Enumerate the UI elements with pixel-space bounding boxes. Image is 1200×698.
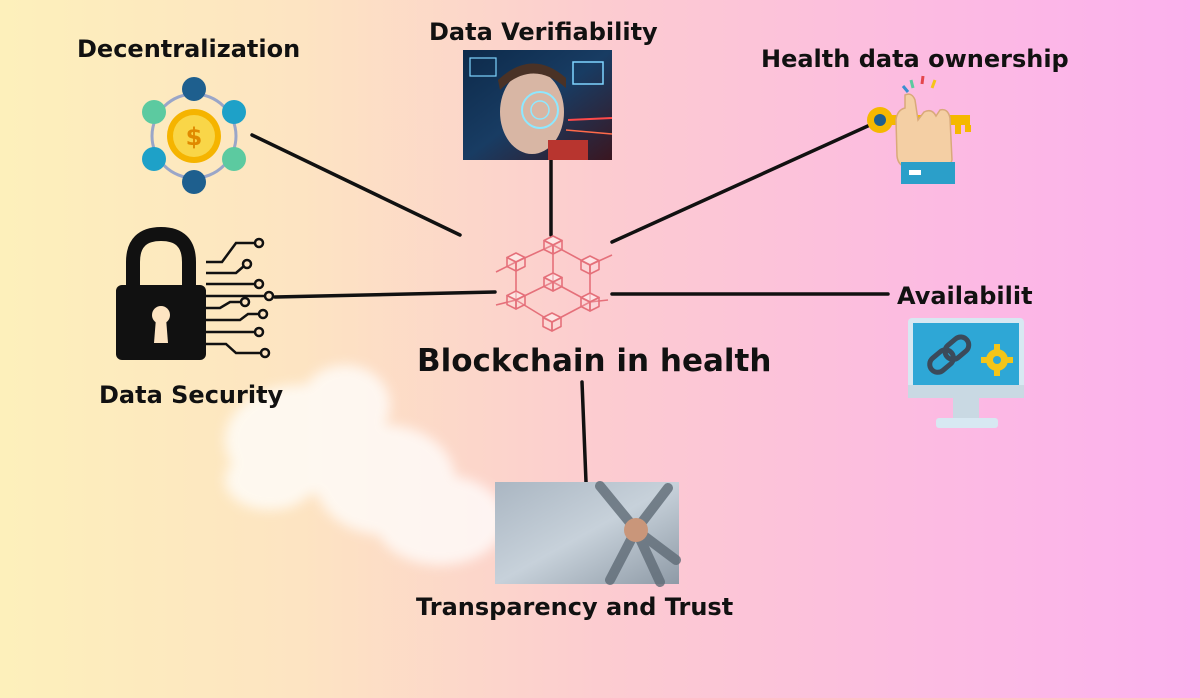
connector-ownership (610, 123, 872, 244)
connector-transparency (580, 380, 588, 484)
node-label-availability: Availabilit (897, 282, 1033, 310)
block-cube (542, 312, 562, 332)
connector-decentralization (250, 133, 462, 237)
node-label-security: Data Security (99, 381, 284, 409)
node-label-ownership: Health data ownership (761, 45, 1069, 73)
block-cube (506, 290, 526, 310)
svg-text:$: $ (186, 123, 203, 151)
block-cube (543, 272, 563, 292)
block-cube (580, 292, 600, 312)
block-cube (543, 235, 563, 255)
block-cube (506, 252, 526, 272)
connector-security (273, 290, 497, 299)
node-label-decentralization: Decentralization (77, 35, 301, 63)
block-cube (580, 255, 600, 275)
node-label-verifiability: Data Verifiability (429, 18, 658, 46)
node-label-transparency: Transparency and Trust (416, 593, 734, 621)
center-title: Blockchain in health (417, 343, 772, 379)
